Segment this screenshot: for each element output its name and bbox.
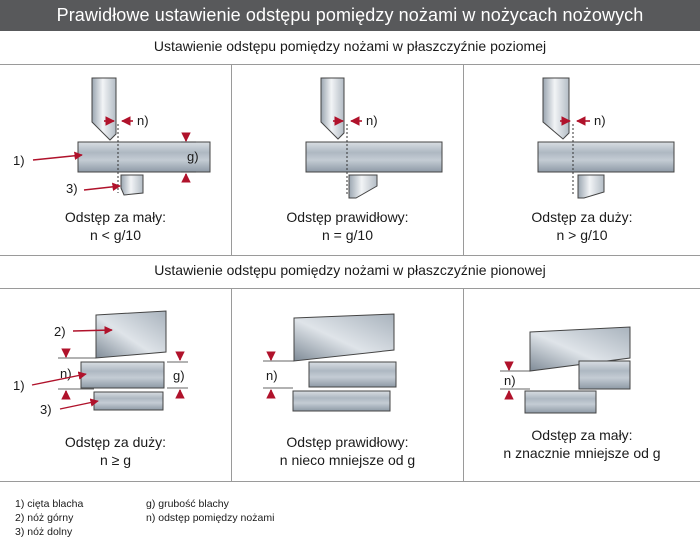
caption-vertical-small: Odstęp za mały: n znacznie mniejsze od g: [503, 427, 661, 461]
label-1: 1): [13, 153, 25, 168]
upper-knife: [293, 313, 395, 362]
divider: [231, 64, 232, 255]
label-n: n): [504, 373, 516, 388]
legend-item: 3) nóż dolny: [15, 526, 73, 538]
sheet-metal: [537, 141, 675, 173]
section-title-horizontal: Ustawienie odstępu pomiędzy nożami w pła…: [153, 38, 547, 54]
legend-item: 1) cięta blacha: [15, 498, 84, 510]
label-n: n): [60, 366, 72, 381]
section-title-vertical: Ustawienie odstępu pomiędzy nożami w pła…: [154, 262, 546, 278]
panel-horizontal-large: n): [537, 77, 675, 199]
legend-item: g) grubość blachy: [146, 498, 229, 510]
label-1: 1): [13, 378, 25, 393]
divider: [231, 288, 232, 481]
lower-knife: [577, 174, 605, 199]
label-n: n): [266, 368, 278, 383]
sheet-metal: [305, 141, 443, 173]
divider: [0, 288, 700, 289]
lower-knife: [524, 390, 597, 414]
label-n: n): [594, 113, 606, 128]
upper-knife: [91, 77, 117, 141]
legend-column-1: 1) cięta blacha 2) nóż górny 3) nóż doln…: [15, 497, 83, 539]
label-3: 3): [40, 402, 52, 417]
panel-horizontal-small: n) g) 1) 3): [13, 77, 211, 196]
sheet-metal: [308, 361, 397, 388]
panel-vertical-large: n) g) 2) 1) 3): [13, 310, 188, 417]
upper-knife: [95, 310, 167, 359]
lower-knife: [292, 390, 391, 412]
caption-horizontal-correct: Odstęp prawidłowy: n = g/10: [286, 209, 409, 243]
divider: [0, 481, 700, 482]
panel-vertical-small: n): [500, 326, 631, 414]
panel-vertical-correct: n): [263, 313, 397, 412]
label-2: 2): [54, 324, 66, 339]
caption-horizontal-small: Odstęp za mały: n < g/10: [64, 209, 167, 243]
lower-knife: [120, 174, 144, 196]
page-title: Prawidłowe ustawienie odstępu pomiędzy n…: [0, 0, 700, 31]
sheet-metal: [578, 360, 631, 390]
label-3: 3): [66, 181, 78, 196]
legend-item: 2) nóż górny: [15, 512, 74, 524]
panel-horizontal-correct: n): [305, 77, 443, 199]
label-n: n): [366, 113, 378, 128]
sheet-metal: [80, 361, 165, 389]
label-g: g): [173, 368, 185, 383]
caption-vertical-large: Odstęp za duży: n ≥ g: [64, 434, 167, 468]
divider: [463, 64, 464, 255]
lower-knife: [348, 174, 378, 199]
divider: [0, 64, 700, 65]
label-n: n): [137, 113, 149, 128]
lower-knife: [93, 391, 164, 411]
legend-item: n) odstęp pomiędzy nożami: [146, 512, 275, 524]
divider: [0, 255, 700, 256]
legend-column-2: g) grubość blachy n) odstęp pomiędzy noż…: [146, 497, 274, 525]
divider: [463, 288, 464, 481]
upper-knife: [542, 77, 570, 140]
caption-horizontal-large: Odstęp za duży: n > g/10: [531, 209, 633, 243]
upper-knife: [320, 77, 345, 140]
upper-knife: [529, 326, 631, 372]
label-g: g): [187, 149, 199, 164]
caption-vertical-correct: Odstęp prawidłowy: n nieco mniejsze od g: [279, 434, 416, 468]
